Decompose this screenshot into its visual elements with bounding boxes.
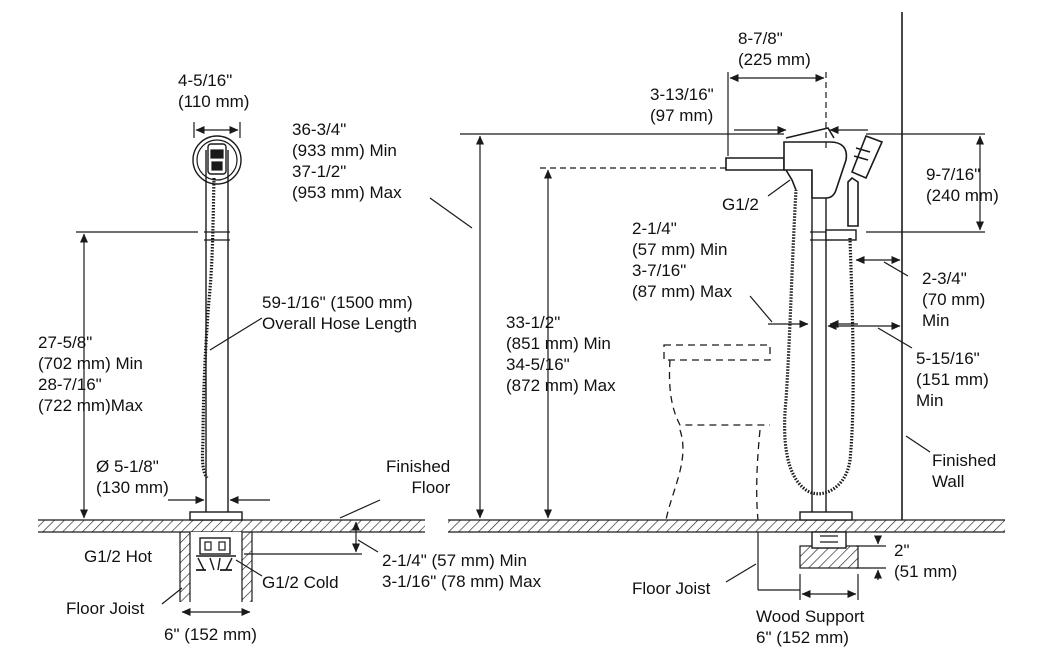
riser-height-label: 27-5/8"(702 mm) Min 28-7/16"(722 mm)Max — [38, 333, 143, 415]
overall-height-dim — [460, 133, 784, 519]
right-floor-joist-label: Floor Joist — [632, 579, 711, 598]
spout-height-label: 33-1/2"(851 mm) Min 34-5/16"(872 mm) Max — [506, 313, 616, 395]
wall-clearance-dim — [827, 322, 913, 349]
toilet-outline — [663, 344, 771, 521]
left-inlet-depth-dim — [244, 521, 379, 555]
wood-support — [799, 531, 859, 569]
right-floor-joist — [757, 532, 800, 591]
spout-offset-label: 3-13/16"(97 mm) — [650, 85, 714, 125]
left-handle — [192, 135, 242, 185]
handshower-height-dim — [866, 133, 985, 233]
left-hose — [200, 177, 216, 479]
cold-inlet-label: G1/2 Cold — [262, 573, 339, 592]
right-column — [810, 150, 828, 512]
left-floor-joist — [179, 532, 253, 602]
spout-clearance-label: 2-1/4"(57 mm) Min 3-7/16"(87 mm) Max — [632, 219, 733, 301]
support-depth-dim — [856, 535, 886, 580]
right-hose — [783, 189, 855, 496]
left-rough-valve — [196, 537, 236, 571]
wood-support-width-dim — [799, 574, 859, 600]
wall-gap-dim — [855, 256, 909, 277]
spout-outlet-label: G1/2 — [722, 195, 759, 214]
left-floor — [38, 519, 425, 533]
spout-clearance-dim — [749, 295, 858, 328]
spout — [725, 127, 848, 199]
total-reach-dim — [727, 72, 827, 156]
tube-diameter-label: Ø 5-1/8"(130 mm) — [96, 457, 169, 497]
support-depth-label: 2"(51 mm) — [894, 541, 958, 581]
left-floor-joist-label: Floor Joist — [66, 599, 145, 618]
handshower — [847, 134, 884, 227]
wall-clearance-label: 5-15/16"(151 mm) Min — [916, 349, 989, 410]
handle-width-label: 4-5/16"(110 mm) — [178, 71, 250, 111]
right-floor — [448, 519, 1005, 533]
spout-height-dim — [540, 167, 726, 519]
left-riser-height-dim — [76, 231, 198, 519]
hot-inlet-label: G1/2 Hot — [84, 547, 153, 566]
total-reach-label: 8-7/8"(225 mm) — [738, 29, 811, 69]
overall-height-label: 36-3/4"(933 mm) Min 37-1/2"(953 mm) Max — [292, 120, 402, 202]
joist-width-label: 6" (152 mm) — [164, 625, 257, 644]
left-handle-width-dim — [193, 122, 241, 138]
handshower-height-label: 9-7/16"(240 mm) — [926, 165, 999, 205]
hose-length-label: 59-1/16" (1500 mm)Overall Hose Length — [262, 293, 417, 333]
wall-gap-label: 2-3/4"(70 mm) Min — [922, 269, 986, 330]
